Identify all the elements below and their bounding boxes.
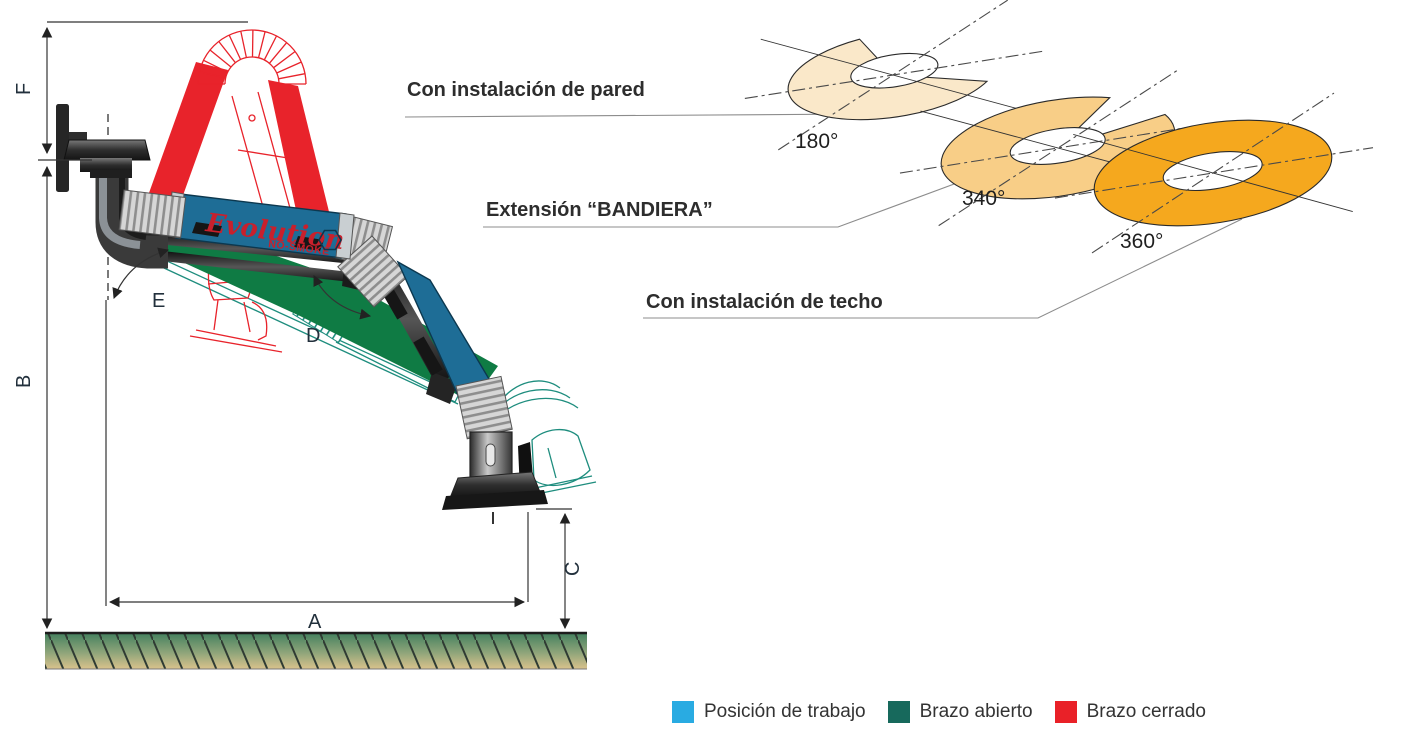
angle-label-340: 340°	[962, 187, 1005, 210]
floor	[45, 631, 587, 670]
dimension-lines	[38, 21, 572, 630]
dimension-labels: F B C A E D	[13, 83, 584, 633]
legend-swatch-working-position	[672, 701, 694, 723]
dim-d: D	[306, 325, 320, 347]
dim-b: B	[13, 375, 35, 388]
closed-arm	[140, 29, 334, 238]
callout-pared: Con instalación de pared	[404, 79, 863, 118]
dim-c: C	[562, 562, 584, 576]
brand-hexagon	[318, 229, 342, 251]
legend-item-closed-arm: Brazo cerrado	[1054, 701, 1206, 723]
dim-e: E	[152, 290, 165, 312]
callout-techo: Con instalación de techo	[643, 218, 1243, 319]
svg-text:Con instalación de pared: Con instalación de pared	[407, 79, 645, 101]
svg-text:Extensión “BANDIERA”: Extensión “BANDIERA”	[486, 199, 713, 221]
rotation-disc-360	[1054, 92, 1374, 254]
legend-swatch-open-arm	[887, 701, 910, 723]
dim-f: F	[13, 83, 35, 95]
inlet-bellows	[118, 189, 187, 238]
angle-label-180: 180°	[795, 130, 838, 153]
rotation-disc-180	[744, 0, 1044, 151]
legend-swatch-closed-arm	[1054, 701, 1077, 723]
closed-arm-bellows-fan	[197, 29, 307, 85]
legend-label-closed-arm: Brazo cerrado	[1086, 701, 1206, 722]
diagram-canvas: Evolution NO-SMOKE	[13, 0, 1374, 670]
legend-label-open-arm: Brazo abierto	[919, 701, 1033, 722]
extraction-arm-side-view: Evolution NO-SMOKE	[13, 21, 597, 670]
working-arm: Evolution NO-SMOKE	[167, 191, 497, 409]
legend: Posición de trabajo Brazo abierto Brazo …	[672, 701, 1206, 723]
legend-item-working-position: Posición de trabajo	[672, 701, 866, 723]
rotation-diagram: Con instalación de pared Extensión “BAND…	[404, 0, 1374, 319]
legend-item-open-arm: Brazo abierto	[887, 701, 1033, 723]
suction-nozzle	[442, 375, 548, 524]
svg-text:Con instalación de techo: Con instalación de techo	[646, 291, 883, 313]
dim-a: A	[308, 611, 322, 633]
legend-label-working-position: Posición de trabajo	[704, 701, 866, 722]
angle-label-360: 360°	[1120, 230, 1163, 253]
callout-bandiera: Extensión “BANDIERA”	[483, 169, 993, 228]
